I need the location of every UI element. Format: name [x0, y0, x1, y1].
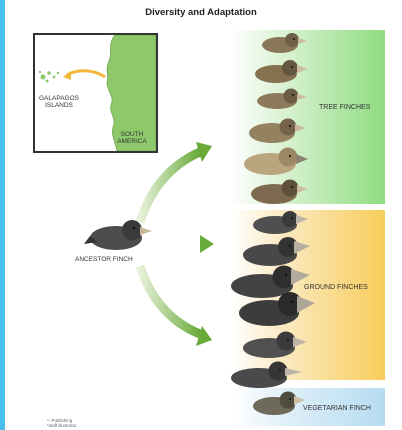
ground-finches-label: GROUND FINCHES [304, 284, 368, 291]
tree-finch-6 [248, 176, 310, 206]
credit-note: *- Publishing *staff illustrator [47, 419, 77, 429]
ancestor-finch-label: ANCESTOR FINCH [75, 256, 133, 263]
vegetarian-finch-label: VEGETARIAN FINCH [303, 405, 371, 412]
tree-finch-4 [246, 115, 308, 145]
tree-finch-2 [252, 57, 310, 85]
tree-finch-1 [258, 31, 308, 55]
credit-line2: *staff illustrator [47, 424, 77, 429]
tree-finches-label: TREE FINCHES [319, 104, 370, 111]
arrow-to-tree-finches [140, 152, 200, 222]
ground-finch-5 [240, 328, 310, 360]
ancestor-finch-illustration [84, 214, 154, 254]
ground-finch-1 [250, 208, 310, 236]
ground-finch-6 [228, 358, 304, 390]
arrow-to-vegetarian-finch [140, 266, 200, 334]
vegetarian-finch [250, 388, 308, 418]
arrowhead-ground [200, 235, 214, 253]
ground-finch-4 [236, 288, 316, 328]
tree-finch-5 [240, 144, 310, 178]
tree-finch-3 [254, 86, 310, 112]
